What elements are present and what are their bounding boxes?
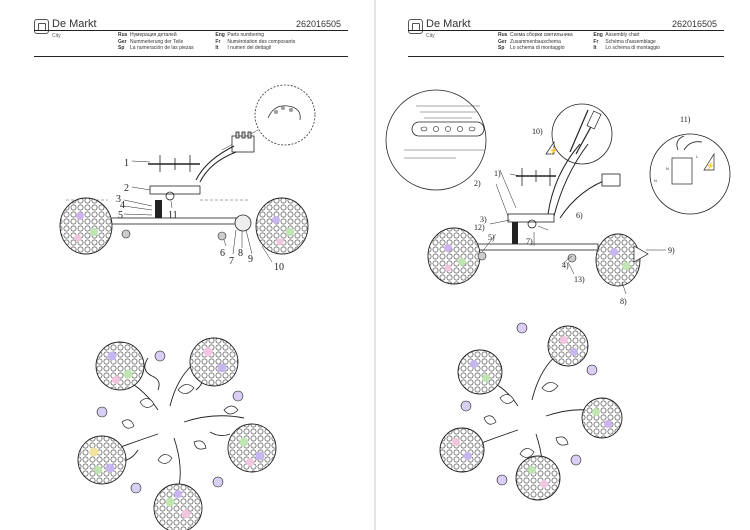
step-number: 8) <box>620 297 627 306</box>
step-number: 11) <box>680 115 691 124</box>
svg-text:⚡: ⚡ <box>706 161 715 170</box>
flower-ornament <box>154 350 166 362</box>
glass-shade <box>581 397 623 439</box>
top-view-chandelier <box>439 322 623 501</box>
canopy <box>149 185 201 195</box>
step-number: 5) <box>488 233 495 242</box>
part-number: 8 <box>238 248 243 259</box>
flower-ornament <box>516 322 528 334</box>
center-stem <box>155 200 162 218</box>
legend-rule <box>34 56 348 57</box>
glass-shade <box>515 455 561 501</box>
wiring-detail: ⚡ N L N <box>649 133 731 215</box>
top-view-chandelier <box>77 337 277 530</box>
part-number: 6 <box>220 248 225 259</box>
glass-shade <box>59 197 113 255</box>
canopy <box>507 213 555 223</box>
bulb-holder <box>234 214 252 232</box>
part-number: 5 <box>118 210 123 221</box>
wire-connection-detail: ⚡ <box>545 103 613 165</box>
part-number: 4 <box>120 200 125 211</box>
flower-ornament <box>130 482 142 494</box>
glass-shade <box>153 483 203 530</box>
glass-shade <box>95 341 145 391</box>
page-fold <box>374 0 376 530</box>
part-number: 9 <box>248 254 253 265</box>
flower-ornament <box>586 364 598 376</box>
step-number: 1) <box>494 169 501 178</box>
center-stem <box>512 222 518 244</box>
part-number: 3 <box>116 194 121 205</box>
step-number: 3) <box>480 215 487 224</box>
brand-sub: City <box>52 33 61 39</box>
step-number: 6) <box>576 211 583 220</box>
header-rule <box>408 30 724 31</box>
glass-shade <box>547 325 589 367</box>
flower-ornament <box>212 476 224 488</box>
step-number: 2) <box>474 179 481 188</box>
parts-diagram: 1 2 3 4 5 6 7 8 9 10 11 <box>59 84 316 530</box>
brand-logo: De Markt City <box>34 14 97 39</box>
header-rule <box>34 30 348 31</box>
part-number: 2 <box>124 183 129 194</box>
glass-shade <box>595 233 641 287</box>
terminal-block <box>601 173 621 187</box>
glass-shade <box>255 197 309 255</box>
product-code: 262016505 <box>672 19 718 29</box>
glass-shade <box>189 337 239 387</box>
flower-ornament <box>496 474 508 486</box>
glass-shade <box>77 435 127 485</box>
step-number: 10) <box>532 127 543 136</box>
step-number: 13) <box>574 275 585 284</box>
brand-sub: City <box>426 33 435 39</box>
flower-ornament <box>96 406 108 418</box>
flower-ornament <box>570 454 582 466</box>
logo-icon <box>34 19 49 34</box>
part-number: 1 <box>124 158 129 169</box>
step-number: 7) <box>526 237 533 246</box>
assembly-diagram: ⚡ 10) ⚡ N L N 11) <box>385 89 731 501</box>
product-code: 262016505 <box>296 19 342 29</box>
part-number: 11 <box>168 210 178 221</box>
mounting-bar-detail <box>385 89 487 191</box>
flower-ornament <box>232 390 244 402</box>
svg-text:⚡: ⚡ <box>549 146 558 155</box>
part-number: 10 <box>274 262 284 273</box>
bulb <box>633 245 649 263</box>
part-number: 7 <box>229 256 234 267</box>
step-number: 9) <box>668 246 675 255</box>
brand-logo: De Markt City <box>408 14 471 39</box>
step-number: 12) <box>474 223 485 232</box>
glass-shade <box>227 423 277 473</box>
glass-shade <box>457 349 503 395</box>
logo-icon <box>408 19 423 34</box>
legend-rule <box>408 56 724 57</box>
glass-shade <box>439 427 485 473</box>
wire <box>195 145 235 181</box>
glass-shade <box>427 227 481 285</box>
svg-text:N: N <box>654 178 657 183</box>
wire-live-label: L <box>696 154 699 159</box>
flower-ornament <box>460 400 472 412</box>
brand-name: De Markt <box>52 18 97 30</box>
brand-name: De Markt <box>426 18 471 30</box>
step-number: 4) <box>562 261 569 270</box>
wire-neutral-label: N <box>666 166 669 171</box>
